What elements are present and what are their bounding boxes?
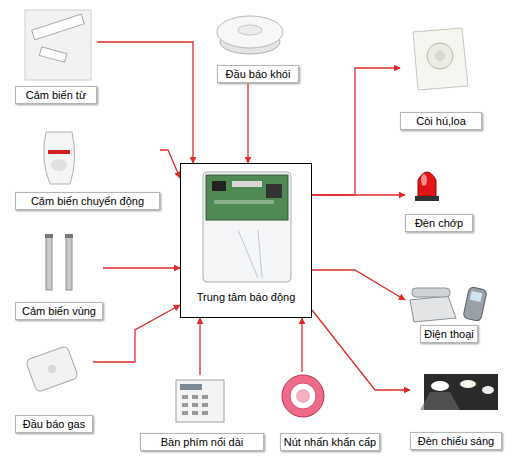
keypad-picture: [176, 380, 224, 422]
keypad-picture: [192, 395, 198, 399]
keypad-picture: [180, 384, 202, 390]
gas-detector-picture: [26, 346, 79, 393]
signal-arrow: [312, 310, 410, 390]
spotlight-picture: [482, 386, 494, 394]
panic-button-picture: [282, 375, 324, 417]
control-panel-picture: [203, 172, 291, 282]
signal-arrow: [312, 194, 405, 195]
signal-arrow: [103, 267, 180, 268]
smoke-detector-picture: [217, 16, 283, 54]
telephone-picture: [410, 286, 487, 322]
device-label: Đầu báo gas: [15, 415, 93, 433]
signal-arrow: [301, 318, 302, 372]
device-node: Đèn chớp: [405, 165, 473, 232]
device-node: Điện thoại: [405, 283, 500, 343]
control-panel-picture: [203, 172, 291, 282]
device-label: Đầu báo khói: [217, 65, 299, 83]
device-node: Cảm biến vùng: [15, 232, 103, 320]
keypad-picture: [202, 395, 208, 399]
keypad-picture: [182, 395, 188, 399]
panic-button-picture: [282, 375, 324, 417]
device-node: Còi hú,loa: [400, 22, 482, 130]
device-label: Cảm biến từ: [15, 86, 97, 104]
siren-picture: [413, 28, 468, 90]
zone-beam-picture: [65, 234, 73, 238]
door-contact-picture: [32, 14, 85, 40]
keypad-picture: [192, 411, 198, 415]
zone-beam-picture: [45, 234, 73, 290]
keypad-picture: [182, 403, 188, 407]
device-label: Còi hú,loa: [400, 112, 482, 130]
keypad-picture: [176, 380, 224, 422]
zone-beam-picture: [45, 234, 53, 238]
device-label: Nút nhấn khẩn cấp: [280, 433, 380, 451]
device-node: Bàn phím nối dài: [140, 375, 264, 451]
panic-button-picture: [290, 383, 316, 409]
telephone-picture: [470, 291, 483, 302]
keypad-picture: [202, 403, 208, 407]
panic-button-picture: [296, 389, 310, 403]
device-label: Cảm biến vùng: [15, 302, 103, 320]
control-panel-picture: [258, 230, 262, 278]
keypad-picture: [182, 411, 188, 415]
gas-detector-picture: [48, 365, 56, 373]
flash-light-picture: [418, 172, 436, 196]
siren-picture: [413, 28, 468, 90]
keypad-picture: [192, 403, 198, 407]
control-panel-picture: [212, 181, 226, 191]
telephone-picture: [463, 286, 487, 321]
gas-detector-picture: [26, 346, 79, 393]
device-node: Nút nhấn khẩn cấp: [280, 372, 380, 451]
device-node: Cảm biến từ: [15, 8, 97, 104]
zone-beam-picture: [66, 236, 72, 290]
signal-arrow: [312, 68, 400, 195]
siren-picture: [427, 43, 453, 69]
signal-arrow: [93, 305, 180, 362]
spotlight-picture: [420, 392, 460, 410]
spotlight-picture: [420, 374, 498, 410]
central-unit-box: Trung tâm báo động: [180, 163, 312, 318]
device-label: Đèn chớp: [405, 214, 473, 232]
control-panel-picture: [206, 175, 288, 220]
device-node: Cảm biến chuyển động: [15, 128, 160, 210]
zone-beam-picture: [46, 236, 52, 290]
telephone-picture: [410, 296, 456, 322]
signal-arrow: [160, 150, 180, 178]
device-label: Bàn phím nối dài: [140, 433, 264, 451]
flash-light-picture: [421, 174, 427, 186]
motion-sensor-picture: [48, 150, 70, 154]
motion-sensor-picture: [44, 132, 75, 184]
control-panel-picture: [232, 181, 262, 187]
signal-arrow: [199, 318, 200, 375]
keypad-picture: [202, 411, 208, 415]
spotlight-picture: [460, 380, 476, 388]
unit-title: Trung tâm báo động: [181, 291, 311, 303]
smoke-detector-picture: [217, 16, 283, 48]
motion-sensor-picture: [51, 159, 67, 171]
control-panel-picture: [214, 200, 274, 204]
siren-picture: [435, 51, 445, 61]
smoke-detector-picture: [238, 25, 262, 35]
device-label: Đèn chiếu sáng: [410, 432, 502, 450]
device-node: Đầu báo gas: [15, 345, 93, 433]
door-contact-picture: [39, 47, 66, 62]
spotlight-picture: [431, 381, 449, 391]
device-node: Đầu báo khói: [215, 8, 299, 83]
signal-arrow: [247, 83, 248, 163]
control-panel-picture: [238, 230, 258, 278]
flash-light-picture: [415, 172, 439, 201]
signal-arrow: [97, 42, 193, 163]
door-contact-picture: [25, 10, 91, 80]
telephone-picture: [412, 288, 450, 297]
control-panel-picture: [266, 184, 282, 198]
device-label: Điện thoại: [420, 325, 478, 343]
device-label: Cảm biến chuyển động: [15, 192, 160, 210]
signal-arrow: [312, 270, 405, 300]
flash-light-picture: [415, 196, 439, 201]
motion-sensor-picture: [44, 132, 75, 184]
device-node: Đèn chiếu sáng: [410, 372, 502, 450]
door-contact-picture: [25, 10, 91, 80]
